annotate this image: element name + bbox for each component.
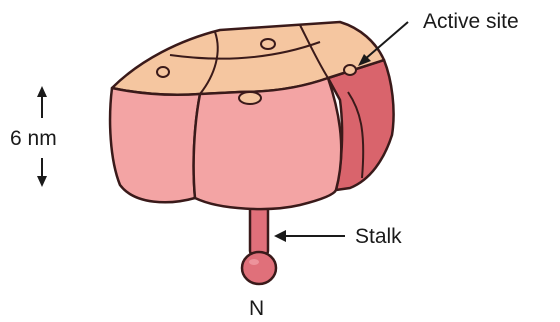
active-site-pocket	[261, 39, 275, 49]
n-terminus-label: N	[249, 297, 264, 320]
active-site-label: Active site	[423, 10, 519, 33]
front-right-subunit	[194, 78, 342, 209]
stalk-pointer	[274, 230, 345, 242]
front-left-subunit	[110, 88, 200, 202]
active-site-pocket	[239, 92, 261, 104]
stalk-label: Stalk	[355, 225, 402, 248]
active-site-pocket	[157, 67, 169, 77]
active-site-pocket	[344, 65, 356, 75]
dimension-label: 6 nm	[10, 127, 57, 150]
stalk-structure	[242, 200, 276, 284]
n-terminus-knob	[242, 252, 276, 284]
enzyme-complex	[110, 22, 394, 209]
